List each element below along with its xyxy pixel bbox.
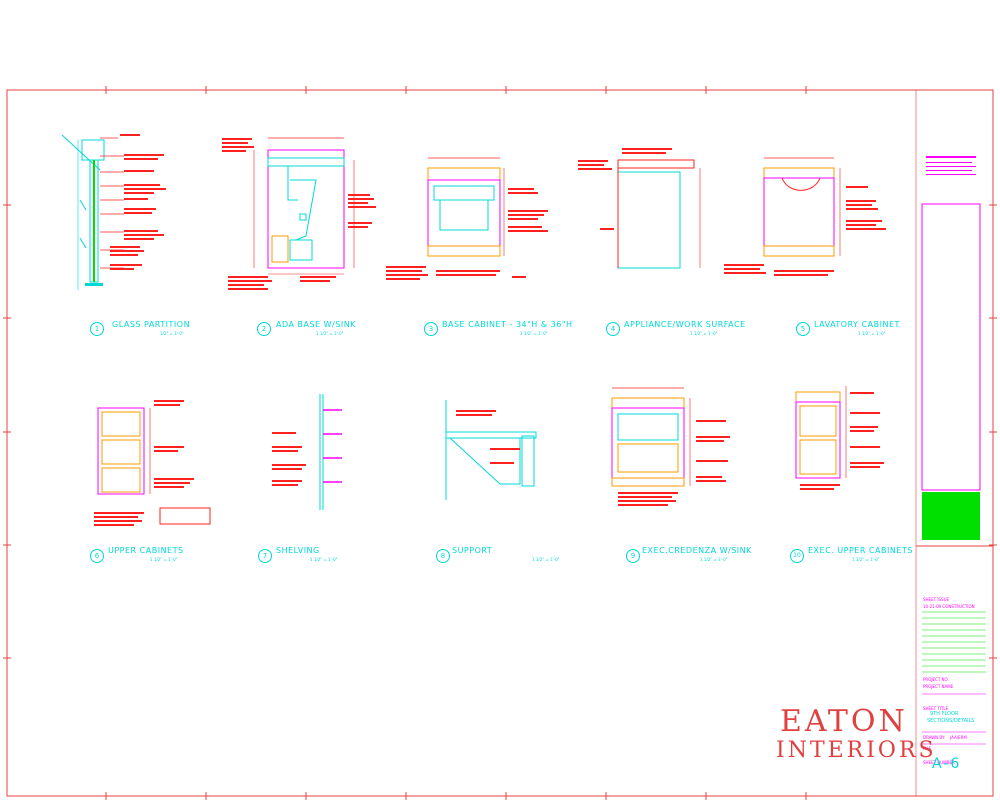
- detail-scale-3: 1 1/2" = 1'-0": [520, 331, 548, 336]
- project-no-label: PROJECT NO.: [923, 677, 949, 682]
- detail-title-9: EXEC.CREDENZA W/SINK: [642, 546, 752, 555]
- detail-number-1: 1: [90, 322, 104, 336]
- detail-scale-8: 1 1/2" = 1'-0": [532, 557, 560, 562]
- border-ticks: [3, 86, 997, 800]
- file-label: FILE:: [923, 746, 933, 751]
- detail-number-9: 9: [626, 549, 640, 563]
- detail-title-2: ADA BASE W/SINK: [276, 320, 356, 329]
- sheet-issue-label: SHEET ISSUE: [923, 597, 950, 602]
- sheet-border: [6, 89, 994, 797]
- detail-number-10: 10: [790, 549, 804, 563]
- detail-number-7: 7: [258, 549, 272, 563]
- detail-scale-9: 1 1/2" = 1'-0": [700, 557, 728, 562]
- detail-2-drawing: [222, 137, 376, 290]
- drawn-by-value: JAA/ERM: [950, 735, 967, 740]
- detail-number-6: 6: [90, 549, 104, 563]
- detail-scale-5: 1 1/2" = 1'-0": [858, 331, 886, 336]
- title-block-magenta-panel: [921, 203, 981, 491]
- detail-title-5: LAVATORY CABINET: [814, 320, 900, 329]
- detail-7-drawing: [272, 394, 342, 510]
- sheet-title-line2: SECTIONS/DETAILS: [927, 718, 975, 724]
- detail-1-drawing: [61, 134, 166, 290]
- detail-title-6: UPPER CABINETS: [108, 546, 184, 555]
- detail-8-drawing: [445, 400, 537, 500]
- detail-4-drawing: [578, 148, 701, 269]
- detail-title-10: EXEC. UPPER CABINETS: [808, 546, 913, 555]
- detail-number-4: 4: [606, 322, 620, 336]
- detail-number-8: 8: [436, 549, 450, 563]
- detail-scale-2: 1 1/2" = 1'-0": [316, 331, 344, 336]
- detail-5-drawing: [724, 157, 886, 276]
- detail-number-5: 5: [796, 322, 810, 336]
- detail-10-drawing: [795, 386, 884, 490]
- drawn-by-label: DRAWN BY:: [923, 735, 946, 740]
- detail-scale-4: 1 1/2" = 1'-0": [690, 331, 718, 336]
- detail-title-8: SUPPORT: [452, 546, 493, 555]
- sheet-number: A-6: [932, 756, 962, 772]
- detail-title-7: SHELVING: [276, 546, 320, 555]
- detail-title-1: GLASS PARTITION: [112, 320, 191, 329]
- detail-6-drawing: [94, 400, 211, 526]
- logo-eaton: EATON: [780, 704, 908, 739]
- title-block-graphics: [915, 90, 993, 796]
- detail-scale-6: 1 1/2" = 1'-0": [150, 557, 178, 562]
- detail-scale-10: 1 1/2" = 1'-0": [852, 557, 880, 562]
- sheet-number-label: SHEET NUMBER: [923, 760, 955, 765]
- detail-3-drawing: [386, 157, 548, 280]
- detail-title-4: APPLIANCE/WORK SURFACE: [624, 320, 746, 329]
- detail-scale-7: 1 1/2" = 1'-0": [310, 557, 338, 562]
- sheet-issue-value: 10-21-09 CONSTRUCTION: [923, 604, 975, 609]
- project-name-label: PROJECT NAME: [923, 684, 954, 689]
- detail-number-2: 2: [257, 322, 271, 336]
- sheet-title-label: SHEET TITLE: [923, 706, 949, 711]
- sheet-title-line1: 9TH FLOOR: [930, 711, 959, 717]
- detail-title-3: BASE CABINET - 34"H & 36"H: [442, 320, 573, 329]
- detail-scale-1: 1/2" = 1'-0": [160, 331, 184, 336]
- title-block-green-stamp: [922, 492, 980, 540]
- detail-number-3: 3: [424, 322, 438, 336]
- detail-9-drawing: [611, 387, 730, 506]
- logo-interiors: INTERIORS: [776, 738, 937, 763]
